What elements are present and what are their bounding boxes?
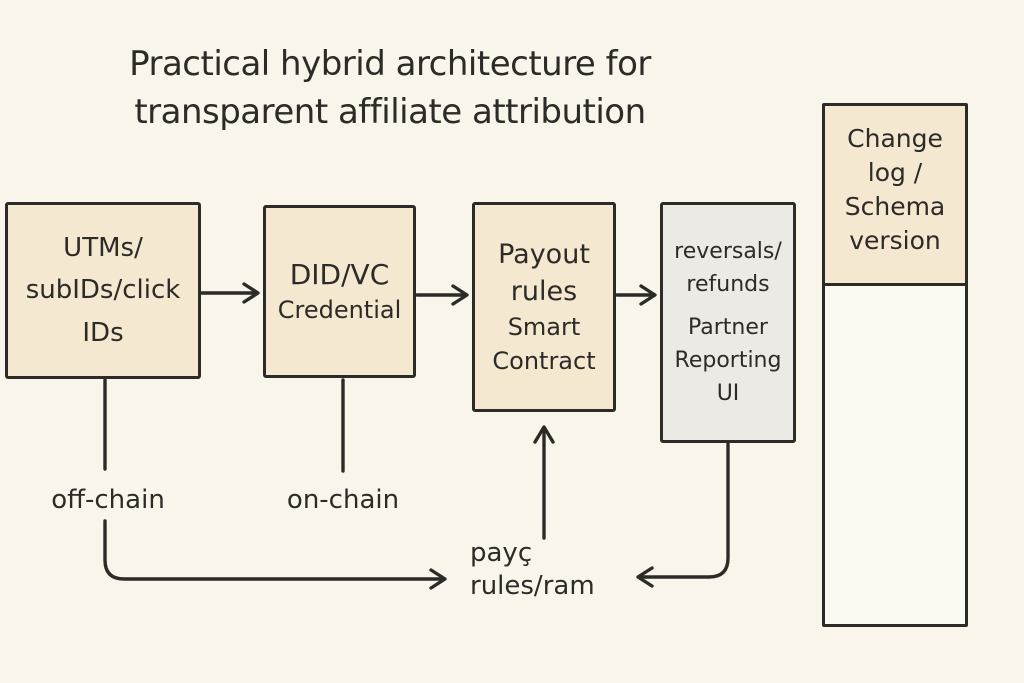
node-utms-line-1: UTMs/ xyxy=(63,233,143,264)
node-payout-title-line-2: rules xyxy=(510,275,578,307)
node-changelog-empty-area xyxy=(825,286,965,627)
arrow-offchain-to-flow-note-line xyxy=(103,519,444,581)
node-reporting-line-2: refunds xyxy=(686,272,770,297)
node-reporting-line-3: Partner xyxy=(688,315,768,340)
node-changelog-line-2: log / xyxy=(867,158,923,187)
node-utms-line-2: subIDs/click xyxy=(25,275,181,306)
arrow-reporting-to-flow-note-head xyxy=(636,566,654,588)
node-changelog-line-4: version xyxy=(849,226,941,255)
arrow-reporting-to-flow-note-line xyxy=(639,442,730,579)
node-reporting-line-4: Reporting xyxy=(674,348,782,373)
node-reporting-line-1: reversals/ xyxy=(674,239,782,264)
node-changelog-line-1: Change xyxy=(847,124,943,153)
label-off-chain: off-chain xyxy=(51,485,165,515)
node-credential-title: DID/VC xyxy=(289,258,390,292)
node-reversals-refunds-partner-reporting-ui: reversals/ refunds Partner Reporting UI xyxy=(660,202,796,443)
node-changelog-line-3: Schema xyxy=(844,192,946,221)
node-payout-subtitle-line-2: Contract xyxy=(492,347,596,376)
node-credential-subtitle: Credential xyxy=(277,296,402,325)
node-payout-title-line-1: Payout xyxy=(498,238,590,270)
diagram-title: Practical hybrid architecture for transp… xyxy=(60,40,720,136)
node-reporting-group-2: Partner Reporting UI xyxy=(675,311,782,410)
label-flow-note: payç rules/ram xyxy=(470,537,595,603)
arrow-tracking-to-credential-head xyxy=(242,282,260,304)
node-reporting-group-1: reversals/ refunds xyxy=(674,235,782,301)
node-changelog-header: Change log / Schema version xyxy=(825,106,965,286)
node-payout-rules-smart-contract: Payout rules Smart Contract xyxy=(472,202,616,412)
label-on-chain: on-chain xyxy=(286,485,400,515)
title-line-1: Practical hybrid architecture for xyxy=(129,44,651,84)
node-payout-subtitle-line-1: Smart xyxy=(507,313,581,342)
node-change-log-schema-version: Change log / Schema version xyxy=(822,103,968,627)
arrow-payout-to-reporting-head xyxy=(639,284,657,306)
title-line-2: transparent affiliate attribution xyxy=(134,92,646,132)
arrow-flow-note-to-payout-head xyxy=(533,425,555,444)
node-reporting-line-5: UI xyxy=(716,381,740,406)
node-utms-label: UTMs/ subIDs/click IDs xyxy=(26,227,181,353)
node-utms-line-3: IDs xyxy=(82,317,124,348)
flow-note-line-2: rules/ram xyxy=(470,571,595,601)
node-utms-subids-clickids: UTMs/ subIDs/click IDs xyxy=(5,202,201,379)
arrow-offchain-to-flow-note-head xyxy=(429,568,447,590)
node-did-vc-credential: DID/VC Credential xyxy=(263,205,416,378)
flow-note-line-1: payç xyxy=(470,538,533,568)
arrow-credential-to-payout-head xyxy=(451,284,469,306)
